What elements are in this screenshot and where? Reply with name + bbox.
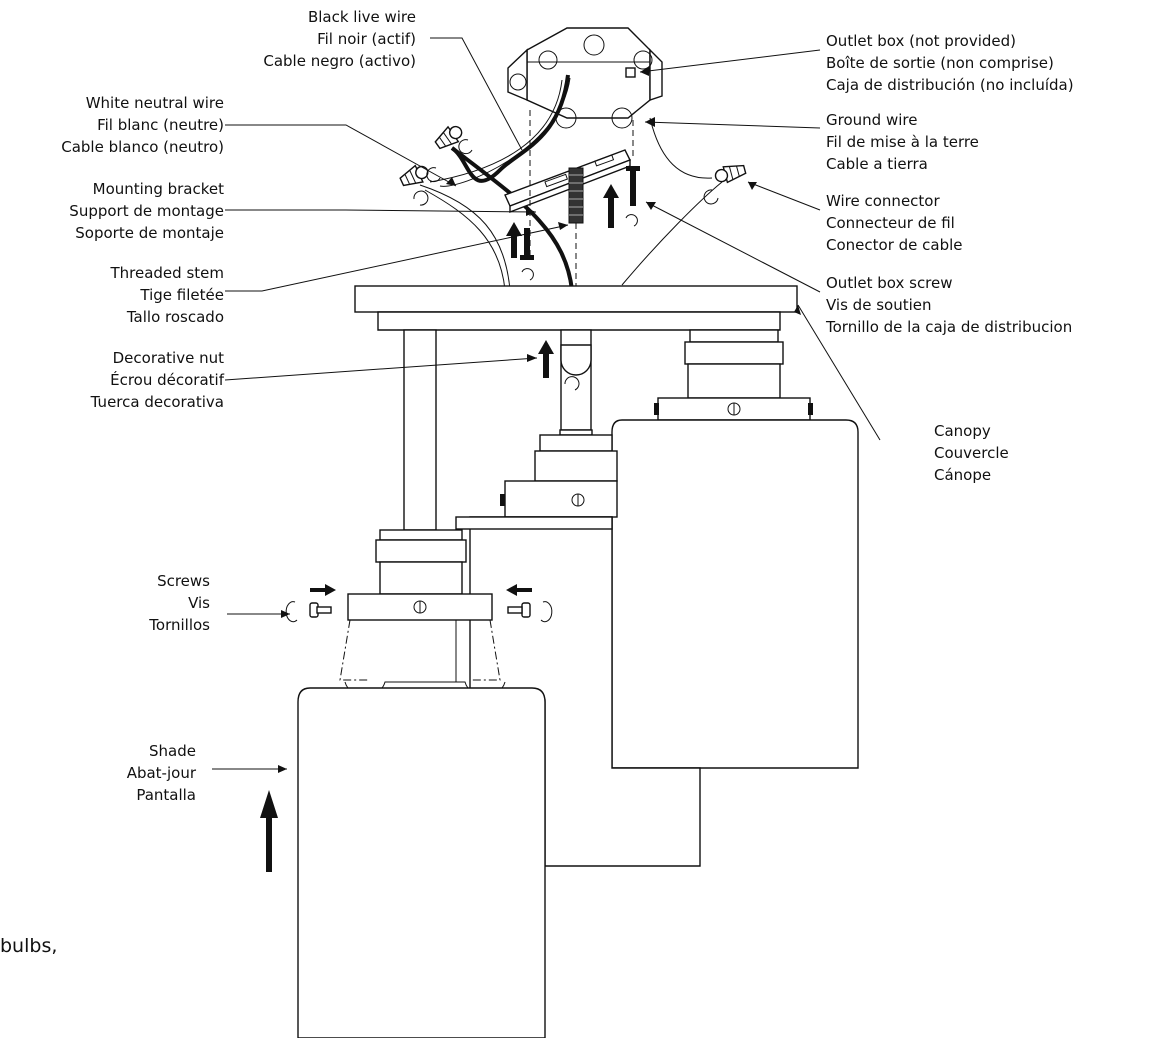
label-white-neutral-wire: White neutral wire Fil blanc (neutre) Ca… [61, 92, 224, 158]
ground-wire [649, 117, 713, 179]
outlet-box-screws [520, 166, 640, 281]
label-line: Shade [149, 742, 196, 760]
black-wire [450, 74, 570, 183]
left-fixture [285, 516, 613, 1038]
black-wire-fixture [450, 146, 574, 291]
footer-fragment-text: bulbs, [0, 935, 58, 957]
label-threaded-stem: Threaded stem Tige filetée Tallo roscado [110, 262, 224, 328]
label-line: Support de montage [69, 202, 224, 220]
label-line: White neutral wire [85, 94, 224, 112]
label-line: Outlet box (not provided) [826, 32, 1017, 50]
label-line: Decorative nut [112, 349, 224, 367]
label-line: Canopy [934, 422, 991, 440]
label-line: Outlet box screw [826, 274, 953, 292]
label-line: Tallo roscado [126, 308, 224, 326]
label-mounting-bracket: Mounting bracket Support de montage Sopo… [69, 178, 224, 244]
label-outlet-box: Outlet box (not provided) Boîte de sorti… [826, 30, 1074, 96]
label-line: Black live wire [307, 8, 416, 26]
label-decorative-nut: Decorative nut Écrou décoratif Tuerca de… [91, 347, 224, 413]
label-line: Cánope [934, 466, 992, 484]
decorative-nut [560, 329, 592, 431]
white-wire-fixture [419, 184, 511, 291]
wires [419, 74, 723, 291]
label-line: Cable blanco (neutro) [61, 138, 224, 156]
label-shade: Shade Abat-jour Pantalla [127, 740, 196, 806]
label-line: Écrou décoratif [110, 371, 224, 389]
label-line: Boîte de sortie (non comprise) [826, 54, 1054, 72]
wire-connectors [399, 125, 747, 206]
leader-lines [212, 37, 881, 773]
label-line: Soporte de montaje [75, 224, 224, 242]
up-arrows [260, 184, 619, 872]
connector-white [399, 164, 429, 187]
label-line: Pantalla [136, 786, 196, 804]
threaded-stem [568, 167, 584, 290]
label-line: Mounting bracket [92, 180, 224, 198]
label-line: Vis de soutien [826, 296, 932, 314]
label-line: Fil noir (actif) [317, 30, 416, 48]
label-line: Cable a tierra [826, 155, 928, 173]
right-fixture [611, 329, 859, 769]
label-black-live-wire: Black live wire Fil noir (actif) Cable n… [263, 6, 416, 72]
label-line: Tornillo de la caja de distribucion [826, 318, 1073, 336]
label-line: Threaded stem [110, 264, 224, 282]
label-line: Cable negro (activo) [263, 52, 416, 70]
label-line: Conector de cable [826, 236, 963, 254]
label-line: Ground wire [826, 111, 918, 129]
label-line: Connecteur de fil [826, 214, 955, 232]
ground-wire-fixture [621, 181, 723, 286]
label-line: Fil blanc (neutre) [97, 116, 224, 134]
label-line: Tuerca decorativa [90, 393, 224, 411]
label-line: Screws [157, 572, 210, 590]
label-ground-wire: Ground wire Fil de mise à la terre Cable… [826, 109, 979, 175]
label-line: Fil de mise à la terre [826, 133, 979, 151]
connector-black [434, 125, 463, 150]
label-outlet-box-screw: Outlet box screw Vis de soutien Tornillo… [826, 272, 1072, 338]
label-screws: Screws Vis Tornillos [149, 570, 210, 636]
label-line: Couvercle [934, 444, 1009, 462]
label-line: Tige filetée [140, 286, 224, 304]
label-wire-connector: Wire connector Connecteur de fil Conecto… [826, 190, 963, 256]
label-line: Wire connector [826, 192, 940, 210]
canopy [354, 285, 798, 331]
label-line: Abat-jour [126, 764, 196, 782]
connector-ground [714, 164, 747, 184]
label-line: Caja de distribución (no incluída) [826, 76, 1074, 94]
label-line: Vis [188, 594, 210, 612]
white-wire-fixture-2 [424, 189, 506, 291]
label-canopy: Canopy Couvercle Cánope [934, 420, 1009, 486]
white-wire [429, 79, 563, 183]
outlet-box [507, 27, 663, 129]
label-line: Tornillos [149, 616, 210, 634]
white-wire-2 [439, 77, 571, 187]
